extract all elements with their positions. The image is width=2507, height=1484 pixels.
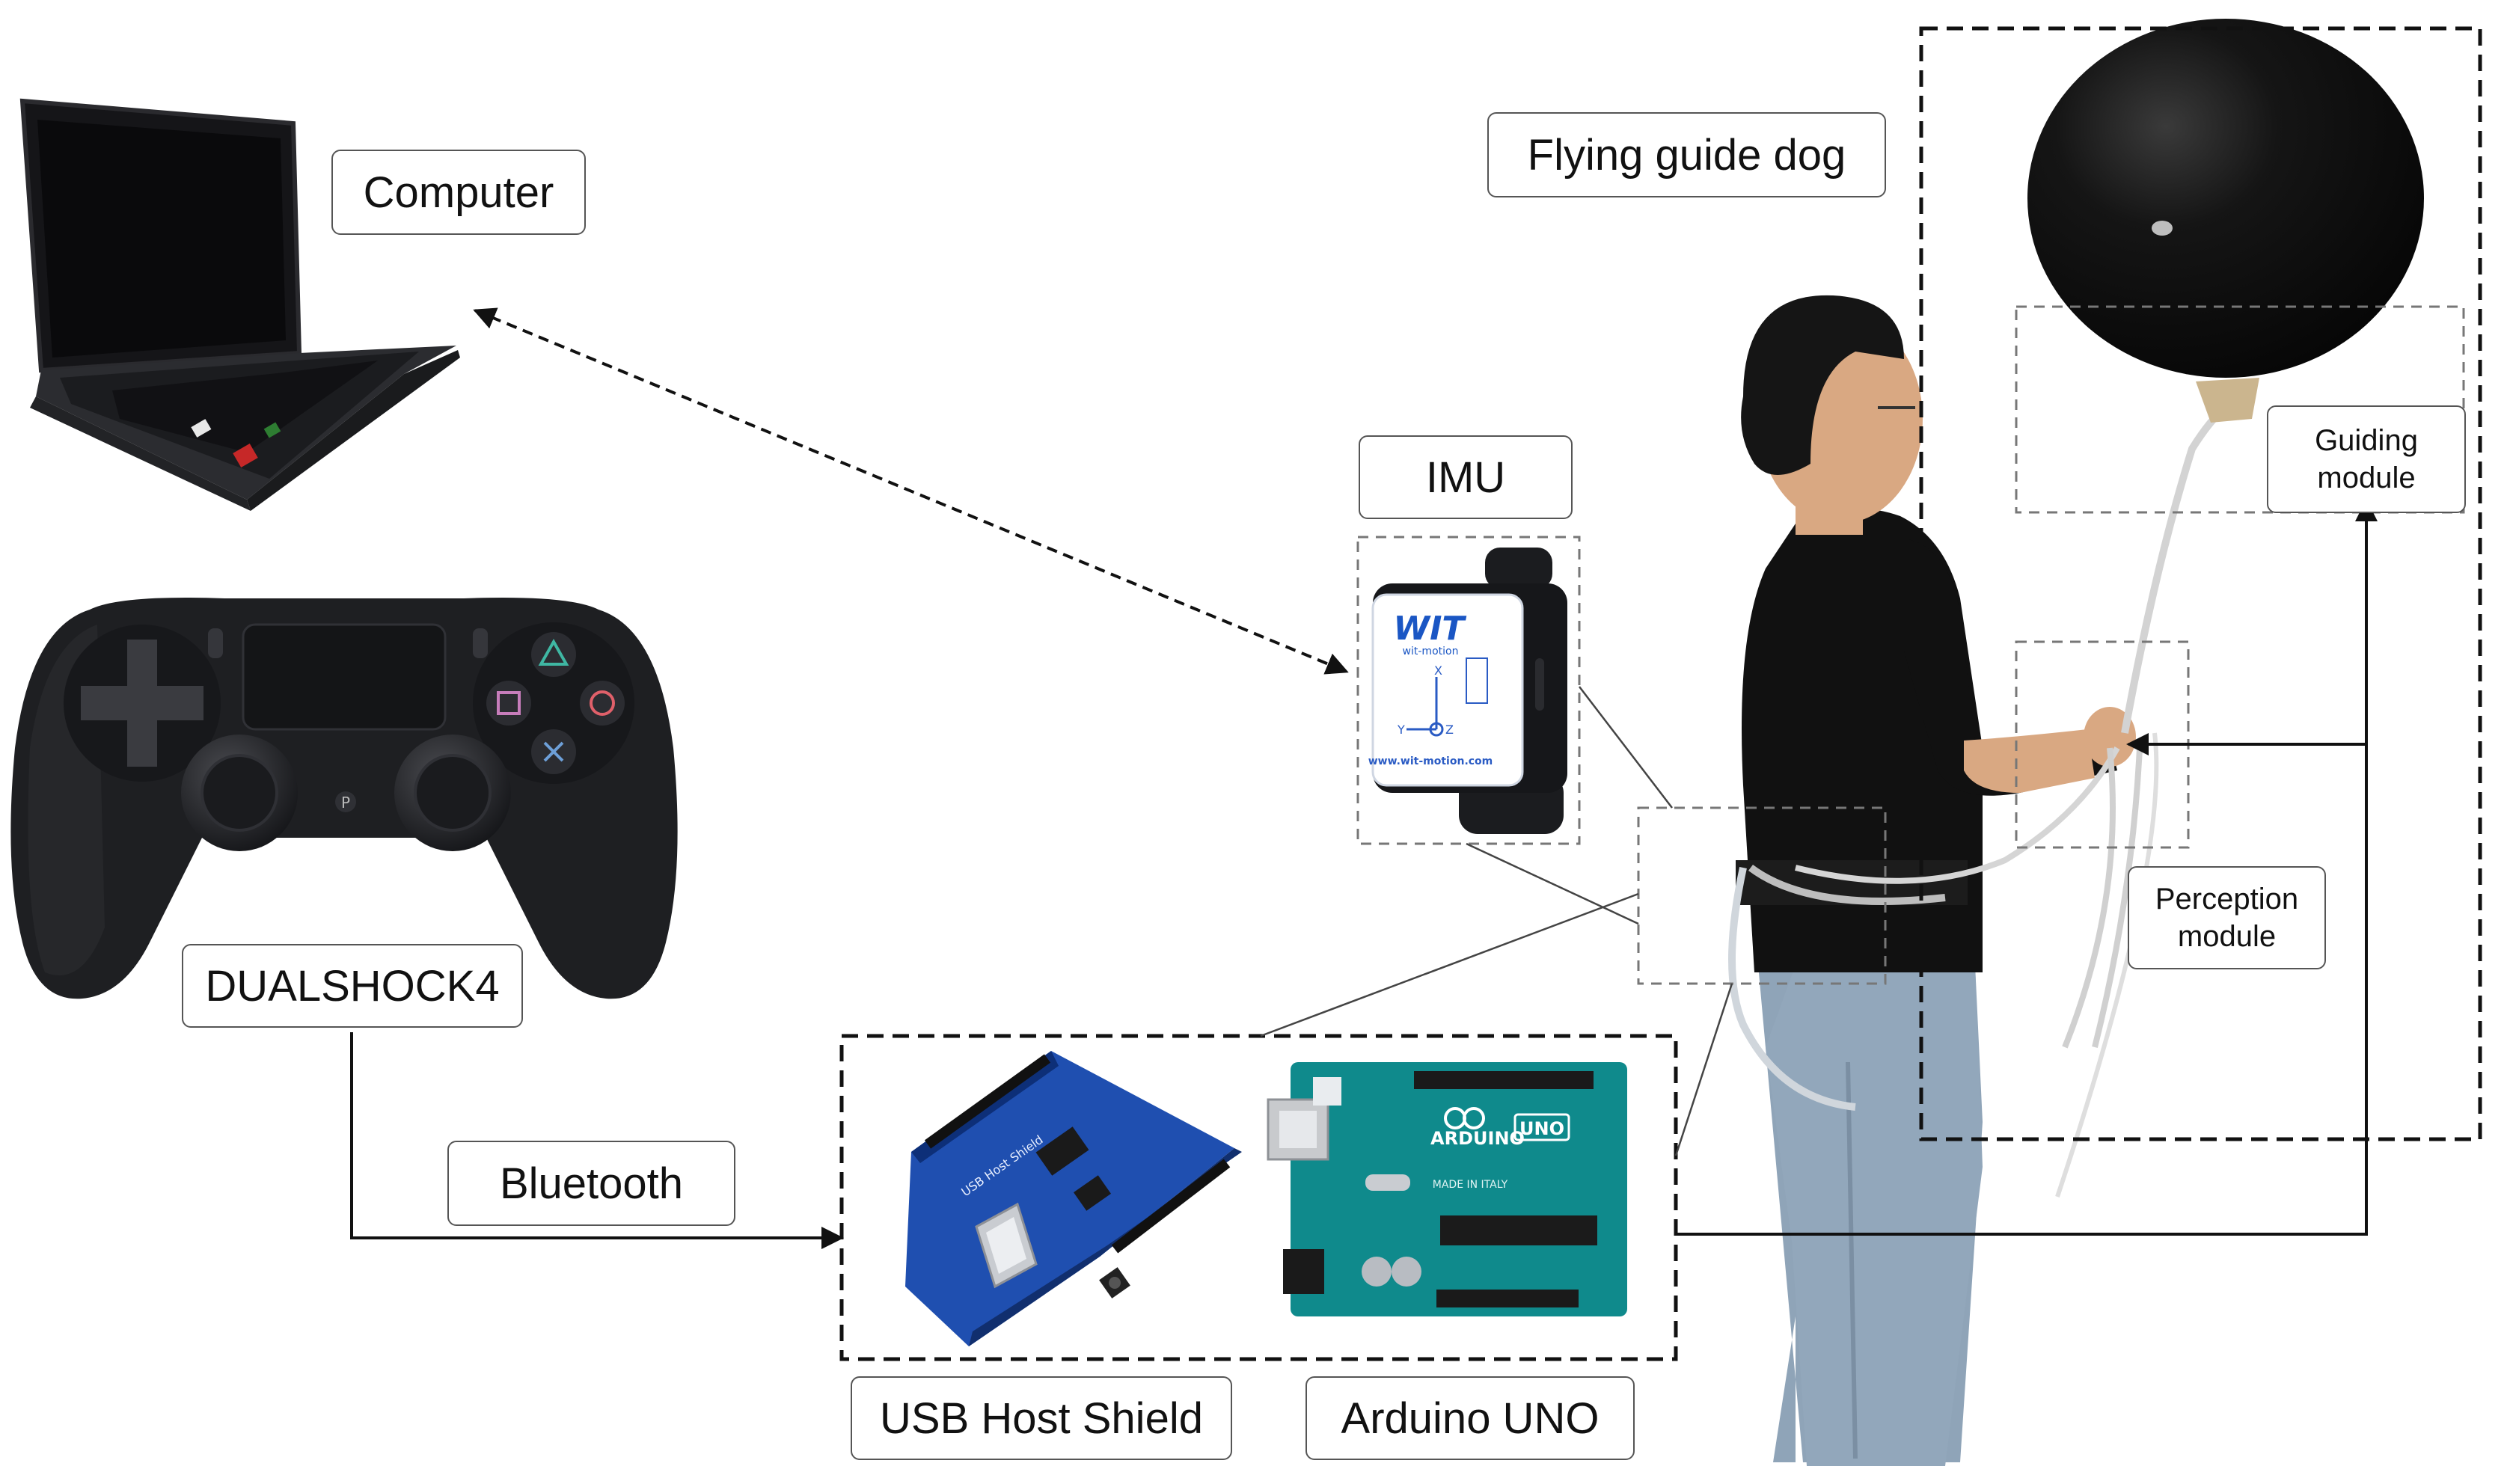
usb-host-shield-image: USB Host Shield (905, 1051, 1242, 1346)
person-image (1728, 295, 2229, 1466)
imu-brand-sub-text: wit-motion (1403, 646, 1459, 657)
guiding-module-dashed-box (2015, 305, 2465, 514)
arduino-brand-text: ARDUINO (1430, 1128, 1525, 1149)
computer-label: Computer (331, 150, 586, 235)
dualshock4-controller-image: P (10, 598, 678, 999)
bluetooth-label: Bluetooth (447, 1141, 735, 1226)
flying-guide-dog-dashed-box (1919, 26, 2482, 1141)
guiding-module-label-line2: module (2317, 462, 2416, 494)
imu-axis-x-text: X (1434, 663, 1442, 678)
guiding-module-label-line1: Guiding (2315, 424, 2418, 457)
arduino-made-in-text: MADE IN ITALY (1433, 1179, 1508, 1191)
svg-text:P: P (341, 794, 350, 812)
flying-guide-dog-label: Flying guide dog (1487, 112, 1886, 197)
arduino-uno-image: ARDUINO UNO MADE IN ITALY (1267, 1062, 1627, 1316)
perception-module-label: Perception module (2128, 866, 2326, 969)
laptop-image (19, 98, 460, 511)
imu-axis-y-text: Y (1397, 723, 1405, 737)
imu-dashed-box (1356, 536, 1581, 845)
waist-dashed-box (1637, 806, 1887, 985)
bluetooth-arrow (350, 1032, 844, 1249)
imu-leader-line-top (1579, 686, 1673, 809)
arduino-model-text: UNO (1519, 1118, 1564, 1139)
imu-axis-z-text: Z (1445, 723, 1454, 737)
imu-device-image: WIT wit-motion X Y Z www.wit-motion.com (1368, 548, 1567, 834)
boards-leader-line-left (1260, 892, 1639, 1037)
boards-leader-line-right (1674, 983, 1733, 1156)
usb-host-shield-label: USB Host Shield (851, 1376, 1232, 1460)
imu-leader-line-bottom (1466, 842, 1639, 925)
perception-module-label-line1: Perception (2155, 883, 2299, 916)
imu-url-text: www.wit-motion.com (1368, 755, 1493, 767)
imu-label: IMU (1359, 435, 1573, 519)
balloon-image (2027, 19, 2424, 423)
perception-module-label-line2: module (2177, 920, 2277, 953)
boards-dashed-box (839, 1034, 1678, 1361)
guiding-module-label: Guiding module (2267, 405, 2466, 513)
imu-brand-text: WIT (1394, 610, 1467, 648)
dualshock4-label: DUALSHOCK4 (182, 944, 523, 1028)
arduino-uno-label: Arduino UNO (1305, 1376, 1635, 1460)
computer-imu-dashed-arrow (473, 307, 1349, 675)
